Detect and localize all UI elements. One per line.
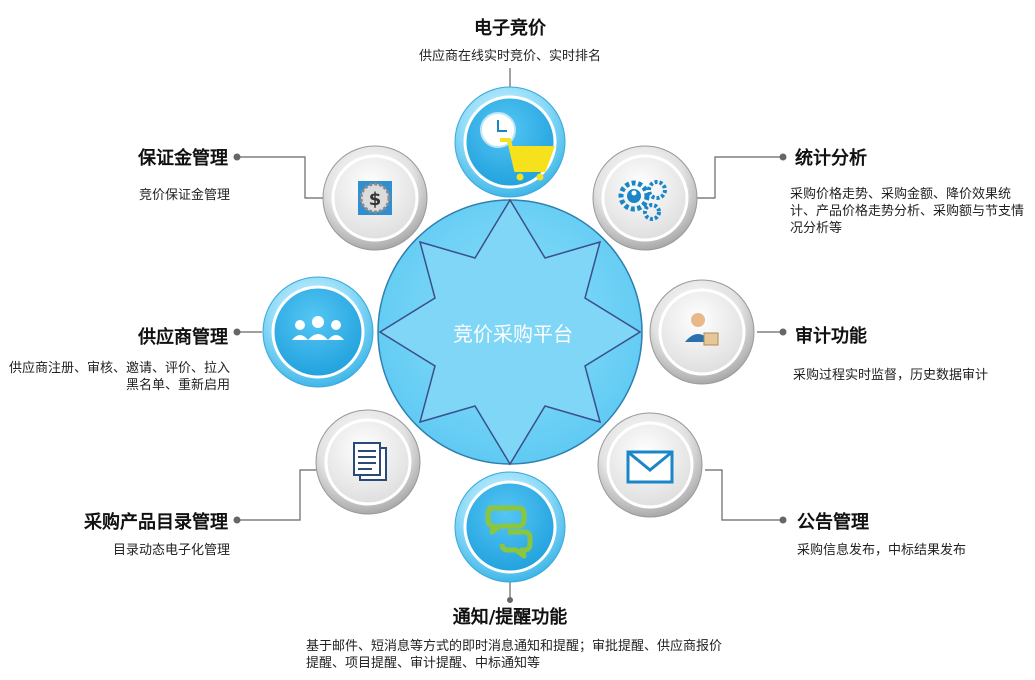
node-notice[interactable] — [597, 412, 703, 518]
bidding-title: 电子竞价 — [474, 18, 546, 39]
supplier-desc: 供应商注册、审核、邀请、评价、拉入黑名单、重新启用 — [8, 361, 230, 393]
connector-dots — [233, 89, 787, 603]
node-catalog[interactable] — [315, 409, 421, 515]
audit-title: 审计功能 — [795, 326, 867, 347]
center-label: 竞价采购平台 — [453, 322, 573, 346]
auditor-icon — [685, 313, 719, 346]
catalog-title: 采购产品目录管理 — [84, 512, 228, 533]
notice-title: 公告管理 — [797, 512, 869, 533]
envelope-icon — [626, 450, 674, 484]
stats-title: 统计分析 — [795, 148, 867, 169]
notify-title: 通知/提醒功能 — [452, 607, 568, 628]
audit-desc: 采购过程实时监督，历史数据审计 — [793, 368, 989, 383]
gears-user-icon — [618, 180, 667, 221]
notify-desc: 基于邮件、短消息等方式的即时消息通知和提醒；审批提醒、供应商报价提醒、项目提醒、… — [306, 639, 723, 671]
center-star — [378, 198, 642, 466]
node-supplier[interactable] — [262, 276, 374, 388]
deposit-desc: 竞价保证金管理 — [138, 188, 230, 203]
svg-text:$: $ — [369, 189, 382, 210]
people-icon — [292, 316, 344, 340]
connectors — [240, 68, 780, 600]
clock-cart-icon — [480, 112, 555, 181]
bidding-desc: 供应商在线实时竞价、实时排名 — [418, 49, 601, 64]
catalog-desc: 目录动态电子化管理 — [112, 543, 230, 558]
node-notify[interactable] — [454, 471, 566, 583]
deposit-title: 保证金管理 — [138, 148, 228, 169]
notice-desc: 采购信息发布，中标结果发布 — [797, 543, 967, 558]
dollar-coin-icon: $ — [358, 181, 392, 215]
stats-desc: 采购价格走势、采购金额、降价效果统计、产品价格走势分析、采购额与节支情况分析等 — [790, 187, 1025, 236]
node-audit[interactable] — [649, 279, 755, 385]
node-deposit[interactable]: $ — [322, 145, 428, 251]
center-hub — [377, 198, 643, 466]
supplier-title: 供应商管理 — [138, 327, 228, 348]
node-stats[interactable] — [592, 145, 698, 251]
chat-bubbles-icon — [485, 505, 533, 559]
node-bidding[interactable] — [454, 86, 566, 198]
document-icon — [353, 442, 387, 481]
